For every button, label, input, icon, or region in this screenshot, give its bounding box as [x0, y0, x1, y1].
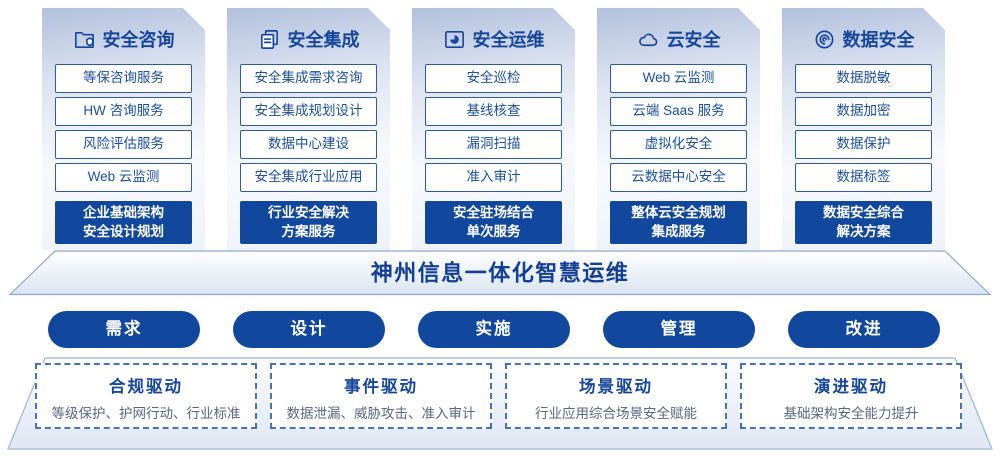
driver-incident: 事件驱动 数据泄漏、威胁攻击、准入审计	[270, 363, 492, 429]
highlight-line1: 数据安全综合	[823, 205, 904, 221]
service-item: 等保咨询服务	[55, 64, 192, 93]
highlight-service: 数据安全综合 解决方案	[795, 201, 932, 244]
panel-header: 数据安全	[813, 14, 915, 64]
driver-compliance: 合规驱动 等级保护、护网行动、行业标准	[35, 363, 257, 429]
service-item: 云端 Saas 服务	[610, 97, 747, 126]
service-item: 数据加密	[795, 97, 932, 126]
service-item: 风险评估服务	[55, 130, 192, 159]
panel-security-integration: 安全集成 安全集成需求咨询 安全集成规划设计 数据中心建设 安全集成行业应用 行…	[227, 8, 390, 250]
highlight-line1: 整体云安全规划	[631, 205, 726, 221]
driver-desc: 数据泄漏、威胁攻击、准入审计	[286, 406, 476, 421]
panel-title: 数据安全	[842, 30, 915, 50]
highlight-line2: 安全设计规划	[83, 223, 164, 239]
service-item: 虚拟化安全	[610, 130, 747, 159]
phase-pill-requirements: 需求	[48, 311, 200, 348]
highlight-line1: 安全驻场结合	[453, 205, 534, 221]
drivers-base: 合规驱动 等级保护、护网行动、行业标准 事件驱动 数据泄漏、威胁攻击、准入审计 …	[0, 357, 1000, 453]
service-item: 准入审计	[425, 163, 562, 192]
banner-trapezoid-shape	[8, 250, 992, 296]
highlight-service: 行业安全解决 方案服务	[240, 201, 377, 244]
driver-boxes: 合规驱动 等级保护、护网行动、行业标准 事件驱动 数据泄漏、威胁攻击、准入审计 …	[35, 363, 962, 429]
driver-evolution: 演进驱动 基础架构安全能力提升	[740, 363, 962, 429]
panel-header: 安全咨询	[73, 14, 175, 64]
highlight-line2: 单次服务	[466, 223, 521, 239]
phase-pill-improvement: 改进	[788, 311, 940, 348]
documents-icon	[258, 28, 281, 51]
chart-box-icon	[443, 28, 466, 51]
service-item: 云数据中心安全	[610, 163, 747, 192]
service-item: 数据中心建设	[240, 130, 377, 159]
highlight-line1: 行业安全解决	[268, 205, 349, 221]
service-item: 安全集成需求咨询	[240, 64, 377, 93]
phase-pill-management: 管理	[603, 311, 755, 348]
driver-title: 演进驱动	[814, 378, 888, 396]
driver-scenario: 场景驱动 行业应用综合场景安全赋能	[505, 363, 727, 429]
service-item: 数据脱敏	[795, 64, 932, 93]
panel-title: 安全集成	[287, 30, 360, 50]
highlight-line2: 集成服务	[651, 223, 706, 239]
panel-header: 安全运维	[443, 14, 545, 64]
fingerprint-icon	[813, 28, 836, 51]
service-item: 安全集成规划设计	[240, 97, 377, 126]
driver-title: 场景驱动	[579, 378, 653, 396]
highlight-service: 整体云安全规划 集成服务	[610, 201, 747, 244]
service-item: HW 咨询服务	[55, 97, 192, 126]
panel-title: 安全运维	[472, 30, 545, 50]
service-item: 安全巡检	[425, 64, 562, 93]
panel-security-operations: 安全运维 安全巡检 基线核查 漏洞扫描 准入审计 安全驻场结合 单次服务	[412, 8, 575, 250]
service-item: 基线核查	[425, 97, 562, 126]
panel-header: 云安全	[637, 14, 721, 64]
highlight-line2: 解决方案	[836, 223, 891, 239]
service-panels: 安全咨询 等保咨询服务 HW 咨询服务 风险评估服务 Web 云监测 企业基础架…	[42, 8, 945, 250]
highlight-service: 企业基础架构 安全设计规划	[55, 201, 192, 244]
driver-title: 合规驱动	[109, 378, 183, 396]
phase-pill-implementation: 实施	[418, 311, 570, 348]
service-item: 数据保护	[795, 130, 932, 159]
service-item: 漏洞扫描	[425, 130, 562, 159]
driver-desc: 等级保护、护网行动、行业标准	[51, 406, 241, 421]
driver-title: 事件驱动	[344, 378, 418, 396]
panel-cloud-security: 云安全 Web 云监测 云端 Saas 服务 虚拟化安全 云数据中心安全 整体云…	[597, 8, 760, 250]
phase-pill-design: 设计	[233, 311, 385, 348]
panel-data-security: 数据安全 数据脱敏 数据加密 数据保护 数据标签 数据安全综合 解决方案	[782, 8, 945, 250]
banner-title: 神州信息一体化智慧运维	[370, 260, 630, 286]
service-item: 数据标签	[795, 163, 932, 192]
panel-title: 云安全	[666, 30, 721, 50]
highlight-service: 安全驻场结合 单次服务	[425, 201, 562, 244]
service-item: Web 云监测	[55, 163, 192, 192]
banner: 神州信息一体化智慧运维	[0, 250, 1000, 296]
folder-shield-icon	[73, 28, 96, 51]
highlight-line1: 企业基础架构	[83, 205, 164, 221]
panel-title: 安全咨询	[102, 30, 175, 50]
phase-pills: 需求 设计 实施 管理 改进	[48, 311, 952, 348]
panel-security-consulting: 安全咨询 等保咨询服务 HW 咨询服务 风险评估服务 Web 云监测 企业基础架…	[42, 8, 205, 250]
driver-desc: 行业应用综合场景安全赋能	[535, 406, 697, 421]
driver-desc: 基础架构安全能力提升	[783, 406, 919, 421]
panel-header: 安全集成	[258, 14, 360, 64]
highlight-line2: 方案服务	[281, 223, 336, 239]
cloud-icon	[637, 28, 660, 51]
service-item: 安全集成行业应用	[240, 163, 377, 192]
service-item: Web 云监测	[610, 64, 747, 93]
